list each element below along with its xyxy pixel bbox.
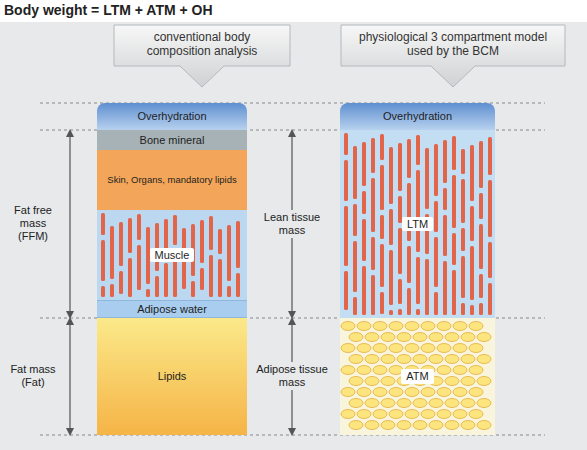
node-text: Muscle (150, 248, 195, 263)
dashed-guides (40, 103, 545, 435)
header-callout: physiological 3 compartment model used b… (340, 24, 566, 88)
header-callout: conventional body composition analysis (113, 24, 291, 88)
node-text: ATM (401, 369, 433, 384)
node-text: Lipids (158, 370, 187, 383)
node-text: conventional body composition analysis (121, 31, 283, 59)
node-text: Bone mineral (140, 134, 205, 147)
node-text: LTM (402, 217, 433, 232)
lean-tissue-band: LTM (340, 130, 495, 318)
bone-mineral-band: Bone mineral (97, 130, 247, 150)
node-text: Overhydration (137, 110, 206, 123)
lipid-band: Lipids (97, 318, 247, 435)
grey-panel (0, 22, 587, 450)
diagram-title: Body weight = LTM + ATM + OH (4, 2, 213, 18)
organ-band: Skin, Organs, mandatory lipids (97, 150, 247, 210)
node-text: Overhydration (383, 110, 452, 123)
overhydration-band: Overhydration (340, 103, 495, 130)
overhydration-band: Overhydration (97, 103, 247, 130)
dimension-label: Fat mass (Fat) (4, 362, 62, 390)
node-text: physiological 3 compartment model used b… (348, 31, 558, 59)
dimension-label: Fat free mass (FFM) (4, 203, 62, 245)
node-text: Skin, Organs, mandatory lipids (101, 175, 242, 186)
adipose-tissue-band: ATM (340, 318, 495, 435)
muscle-band: Muscle (97, 210, 247, 300)
dimension-label: Adipose tissue mass (255, 362, 329, 390)
node-text: Adipose water (137, 303, 207, 316)
adipose-water-band: Adipose water (97, 300, 247, 318)
dimension-label: Lean tissue mass (258, 210, 326, 238)
